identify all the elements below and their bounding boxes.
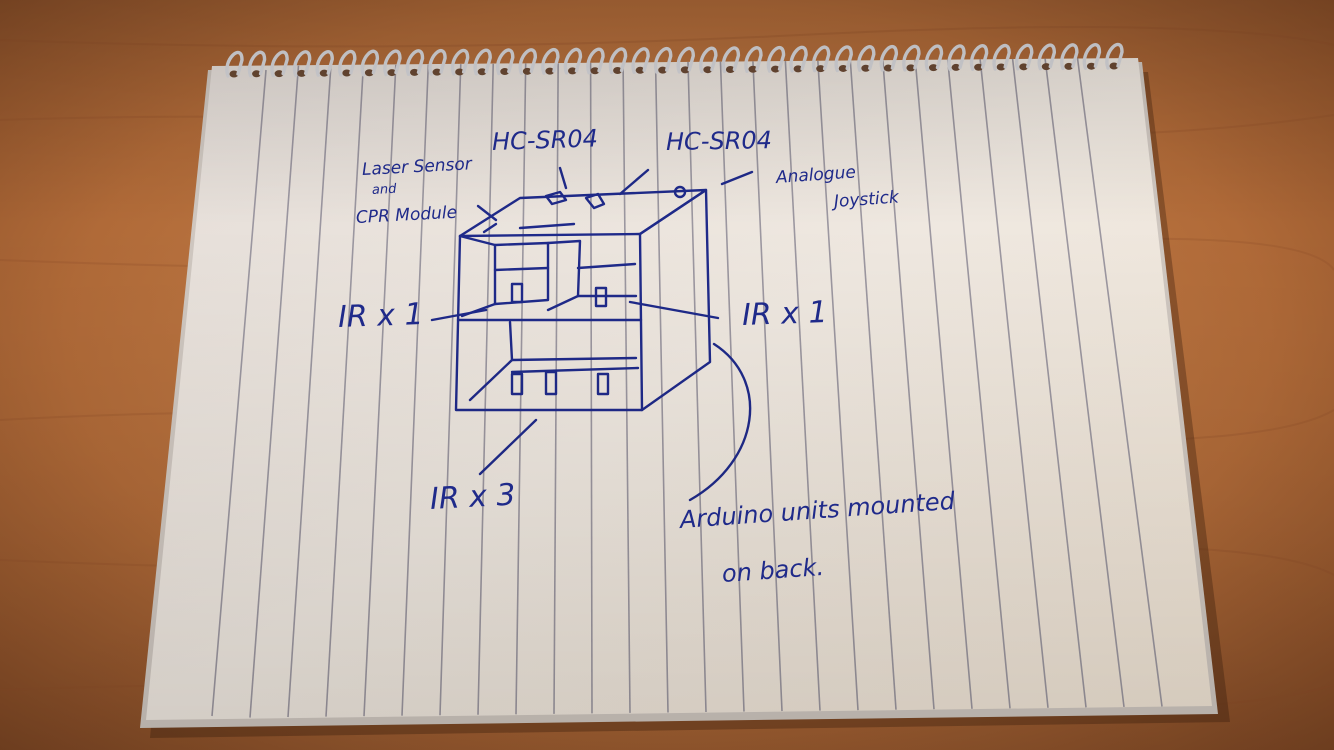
label-ir-left: IR x 1	[337, 297, 424, 335]
label-ir-bottom: IR x 3	[429, 478, 516, 517]
label-ir-right: IR x 1	[741, 295, 828, 333]
label-hc-sr04-right: HC-SR04	[666, 126, 772, 156]
label-hc-sr04-left: HC-SR04	[492, 124, 599, 156]
label-laser-and: and	[372, 182, 397, 198]
